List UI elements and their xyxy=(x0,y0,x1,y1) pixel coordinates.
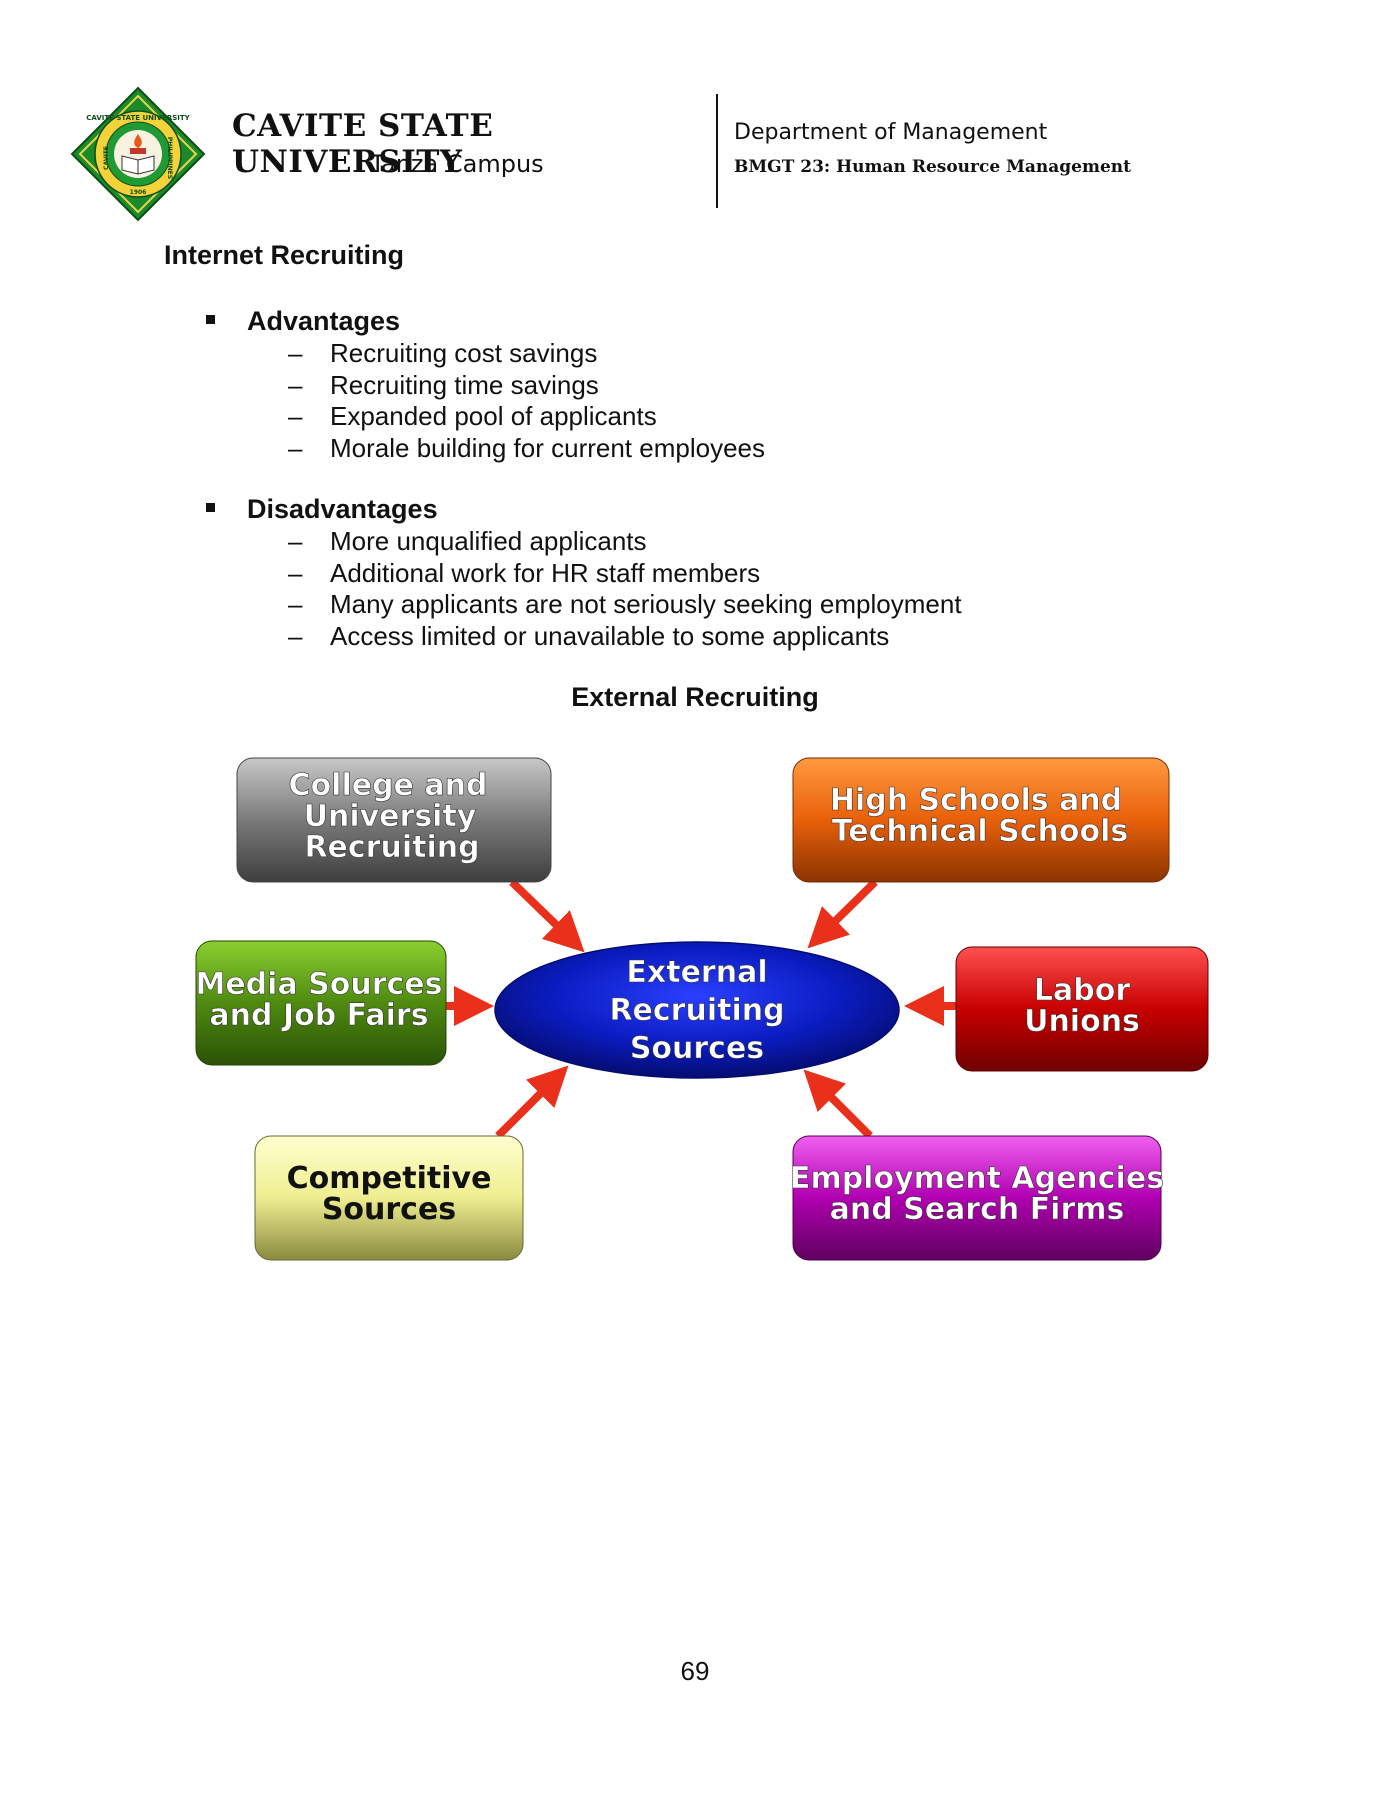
node-highschools-box xyxy=(792,757,1170,883)
dash-icon: – xyxy=(288,369,303,400)
dash-icon: – xyxy=(288,526,303,556)
list-item: –Morale building for current employees xyxy=(288,433,765,465)
list-item: –Access limited or unavailable to some a… xyxy=(288,621,962,653)
list-item: –Expanded pool of applicants xyxy=(288,401,765,433)
node-competitive-box xyxy=(254,1135,524,1261)
advantage-text: Expanded pool of applicants xyxy=(330,401,657,431)
university-logo: CAVITE STATE UNIVERSITY CAVITE PHILIPPIN… xyxy=(70,86,206,222)
list-item: –Additional work for HR staff members xyxy=(288,558,962,590)
section-title: Internet Recruiting xyxy=(164,240,405,270)
university-name: CAVITE STATE UNIVERSITY xyxy=(232,108,494,180)
dash-icon: – xyxy=(288,557,303,588)
center-ellipse xyxy=(494,941,900,1079)
node-labor-box xyxy=(955,946,1209,1072)
department-name: Department of Management xyxy=(734,120,1048,145)
disadvantage-text: Additional work for HR staff members xyxy=(330,557,761,588)
disadvantages-list: –More unqualified applicants –Additional… xyxy=(288,526,962,652)
disadvantage-text: Access limited or unavailable to some ap… xyxy=(330,620,890,651)
list-item: –Many applicants are not seriously seeki… xyxy=(288,589,962,621)
course-title: BMGT 23: Human Resource Management xyxy=(734,157,1132,177)
campus-name: Tanza Campus xyxy=(370,150,544,178)
dash-icon: – xyxy=(288,338,303,368)
node-employment-box xyxy=(792,1135,1162,1261)
arrow-competitive xyxy=(495,1065,569,1139)
advantage-text: Morale building for current employees xyxy=(330,432,765,463)
arrow-college xyxy=(509,879,585,953)
list-item: –Recruiting cost savings xyxy=(288,338,765,370)
diagram-title: External Recruiting xyxy=(571,682,819,712)
logo-top-text: CAVITE STATE UNIVERSITY xyxy=(86,114,190,122)
dash-icon: – xyxy=(288,432,303,463)
list-item: –Recruiting time savings xyxy=(288,370,765,402)
disadvantages-heading: Disadvantages xyxy=(247,494,438,524)
disadvantage-text: More unqualified applicants xyxy=(330,526,647,556)
dash-icon: – xyxy=(288,589,303,619)
node-media-box xyxy=(195,940,447,1066)
list-item: –More unqualified applicants xyxy=(288,526,962,558)
arrow-employment xyxy=(803,1069,873,1139)
advantages-list: –Recruiting cost savings –Recruiting tim… xyxy=(288,338,765,464)
logo-year-text: 1906 xyxy=(130,189,147,196)
dash-icon: – xyxy=(288,620,303,651)
logo-right-text: PHILIPPINES xyxy=(166,137,173,179)
page-number: 69 xyxy=(680,1656,710,1686)
header-divider xyxy=(716,94,718,208)
dash-icon: – xyxy=(288,401,303,431)
square-bullet-icon xyxy=(206,315,215,324)
node-college-box xyxy=(236,757,552,883)
arrow-highschools xyxy=(807,879,878,949)
disadvantage-text: Many applicants are not seriously seekin… xyxy=(330,589,962,619)
logo-left-text: CAVITE xyxy=(103,146,110,170)
square-bullet-icon xyxy=(206,503,215,512)
advantage-text: Recruiting time savings xyxy=(330,369,599,400)
advantages-heading: Advantages xyxy=(247,306,401,336)
advantage-text: Recruiting cost savings xyxy=(330,338,598,368)
